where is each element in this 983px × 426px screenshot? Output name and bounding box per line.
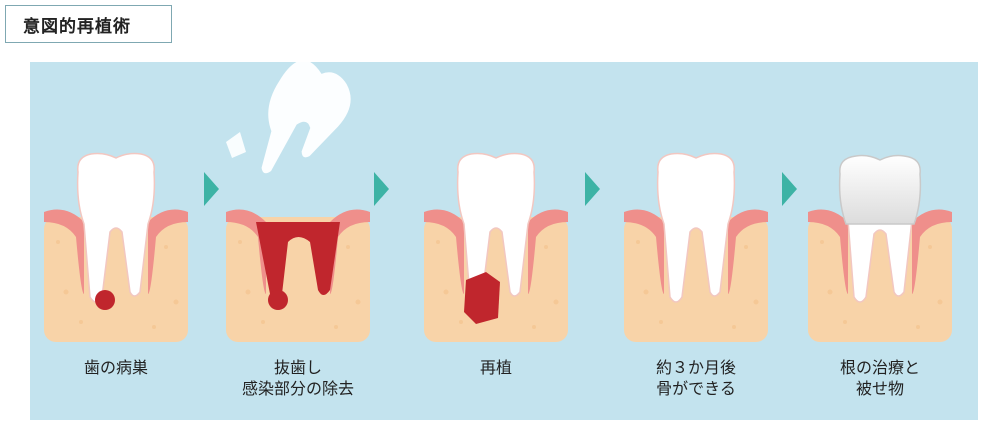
gum-left <box>44 209 84 294</box>
right-arrow-icon <box>204 172 219 206</box>
bone-texture <box>56 240 179 329</box>
step-extraction: 抜歯し 感染部分の除去 <box>218 62 378 420</box>
infected-area <box>464 272 500 324</box>
tooth-illustration-crown <box>808 154 952 342</box>
step-label-crown: 根の治療と 被せ物 <box>839 358 920 398</box>
gum-right <box>912 209 952 294</box>
gum-right <box>330 209 370 294</box>
tooth <box>656 152 736 303</box>
step-label-replantation: 再植 <box>479 358 512 377</box>
step-lesion: 歯の病巣 <box>36 62 196 420</box>
right-arrow-icon <box>782 172 797 206</box>
gum-right <box>528 209 568 294</box>
bone-texture <box>238 240 361 329</box>
bone-block <box>44 217 188 342</box>
crown <box>838 154 922 225</box>
step-crown: 根の治療と 被せ物 <box>800 62 960 420</box>
socket-infection <box>256 222 340 298</box>
right-arrow-icon <box>374 172 389 206</box>
bone-block <box>624 217 768 342</box>
tooth-illustration-replantation <box>424 152 568 342</box>
lesion-dot <box>268 290 288 310</box>
lesion-dot <box>95 290 115 310</box>
diagram-panel: 歯の病巣 抜歯し 感染部分の除去 <box>30 62 978 420</box>
step-label-bone-regeneration: 約３か月後 骨ができる <box>655 358 736 398</box>
gum-right <box>728 209 768 294</box>
gum-left <box>226 209 266 294</box>
gum-left <box>808 209 848 294</box>
tooth-illustration-bone-regeneration <box>624 152 768 342</box>
bone-texture <box>820 240 943 329</box>
gum-left <box>624 209 664 294</box>
tooth-root <box>847 219 913 303</box>
right-arrow-icon <box>585 172 600 206</box>
tooth-illustration-extraction <box>226 62 370 342</box>
page-title-text: 意図的再植術 <box>23 16 131 37</box>
bone-texture <box>436 240 559 329</box>
bone-texture <box>636 240 759 329</box>
gum-right <box>148 209 188 294</box>
page-title: 意図的再植術 <box>5 5 172 43</box>
extracted-tooth <box>261 62 351 174</box>
step-label-lesion: 歯の病巣 <box>83 358 148 377</box>
gum-left <box>424 209 464 294</box>
tooth-fragment <box>226 132 246 158</box>
step-bone-regeneration: 約３か月後 骨ができる <box>616 62 776 420</box>
step-label-extraction: 抜歯し 感染部分の除去 <box>241 358 354 398</box>
step-replantation: 再植 <box>416 62 576 420</box>
bone-block <box>808 217 952 342</box>
tooth-illustration-lesion <box>44 152 188 342</box>
